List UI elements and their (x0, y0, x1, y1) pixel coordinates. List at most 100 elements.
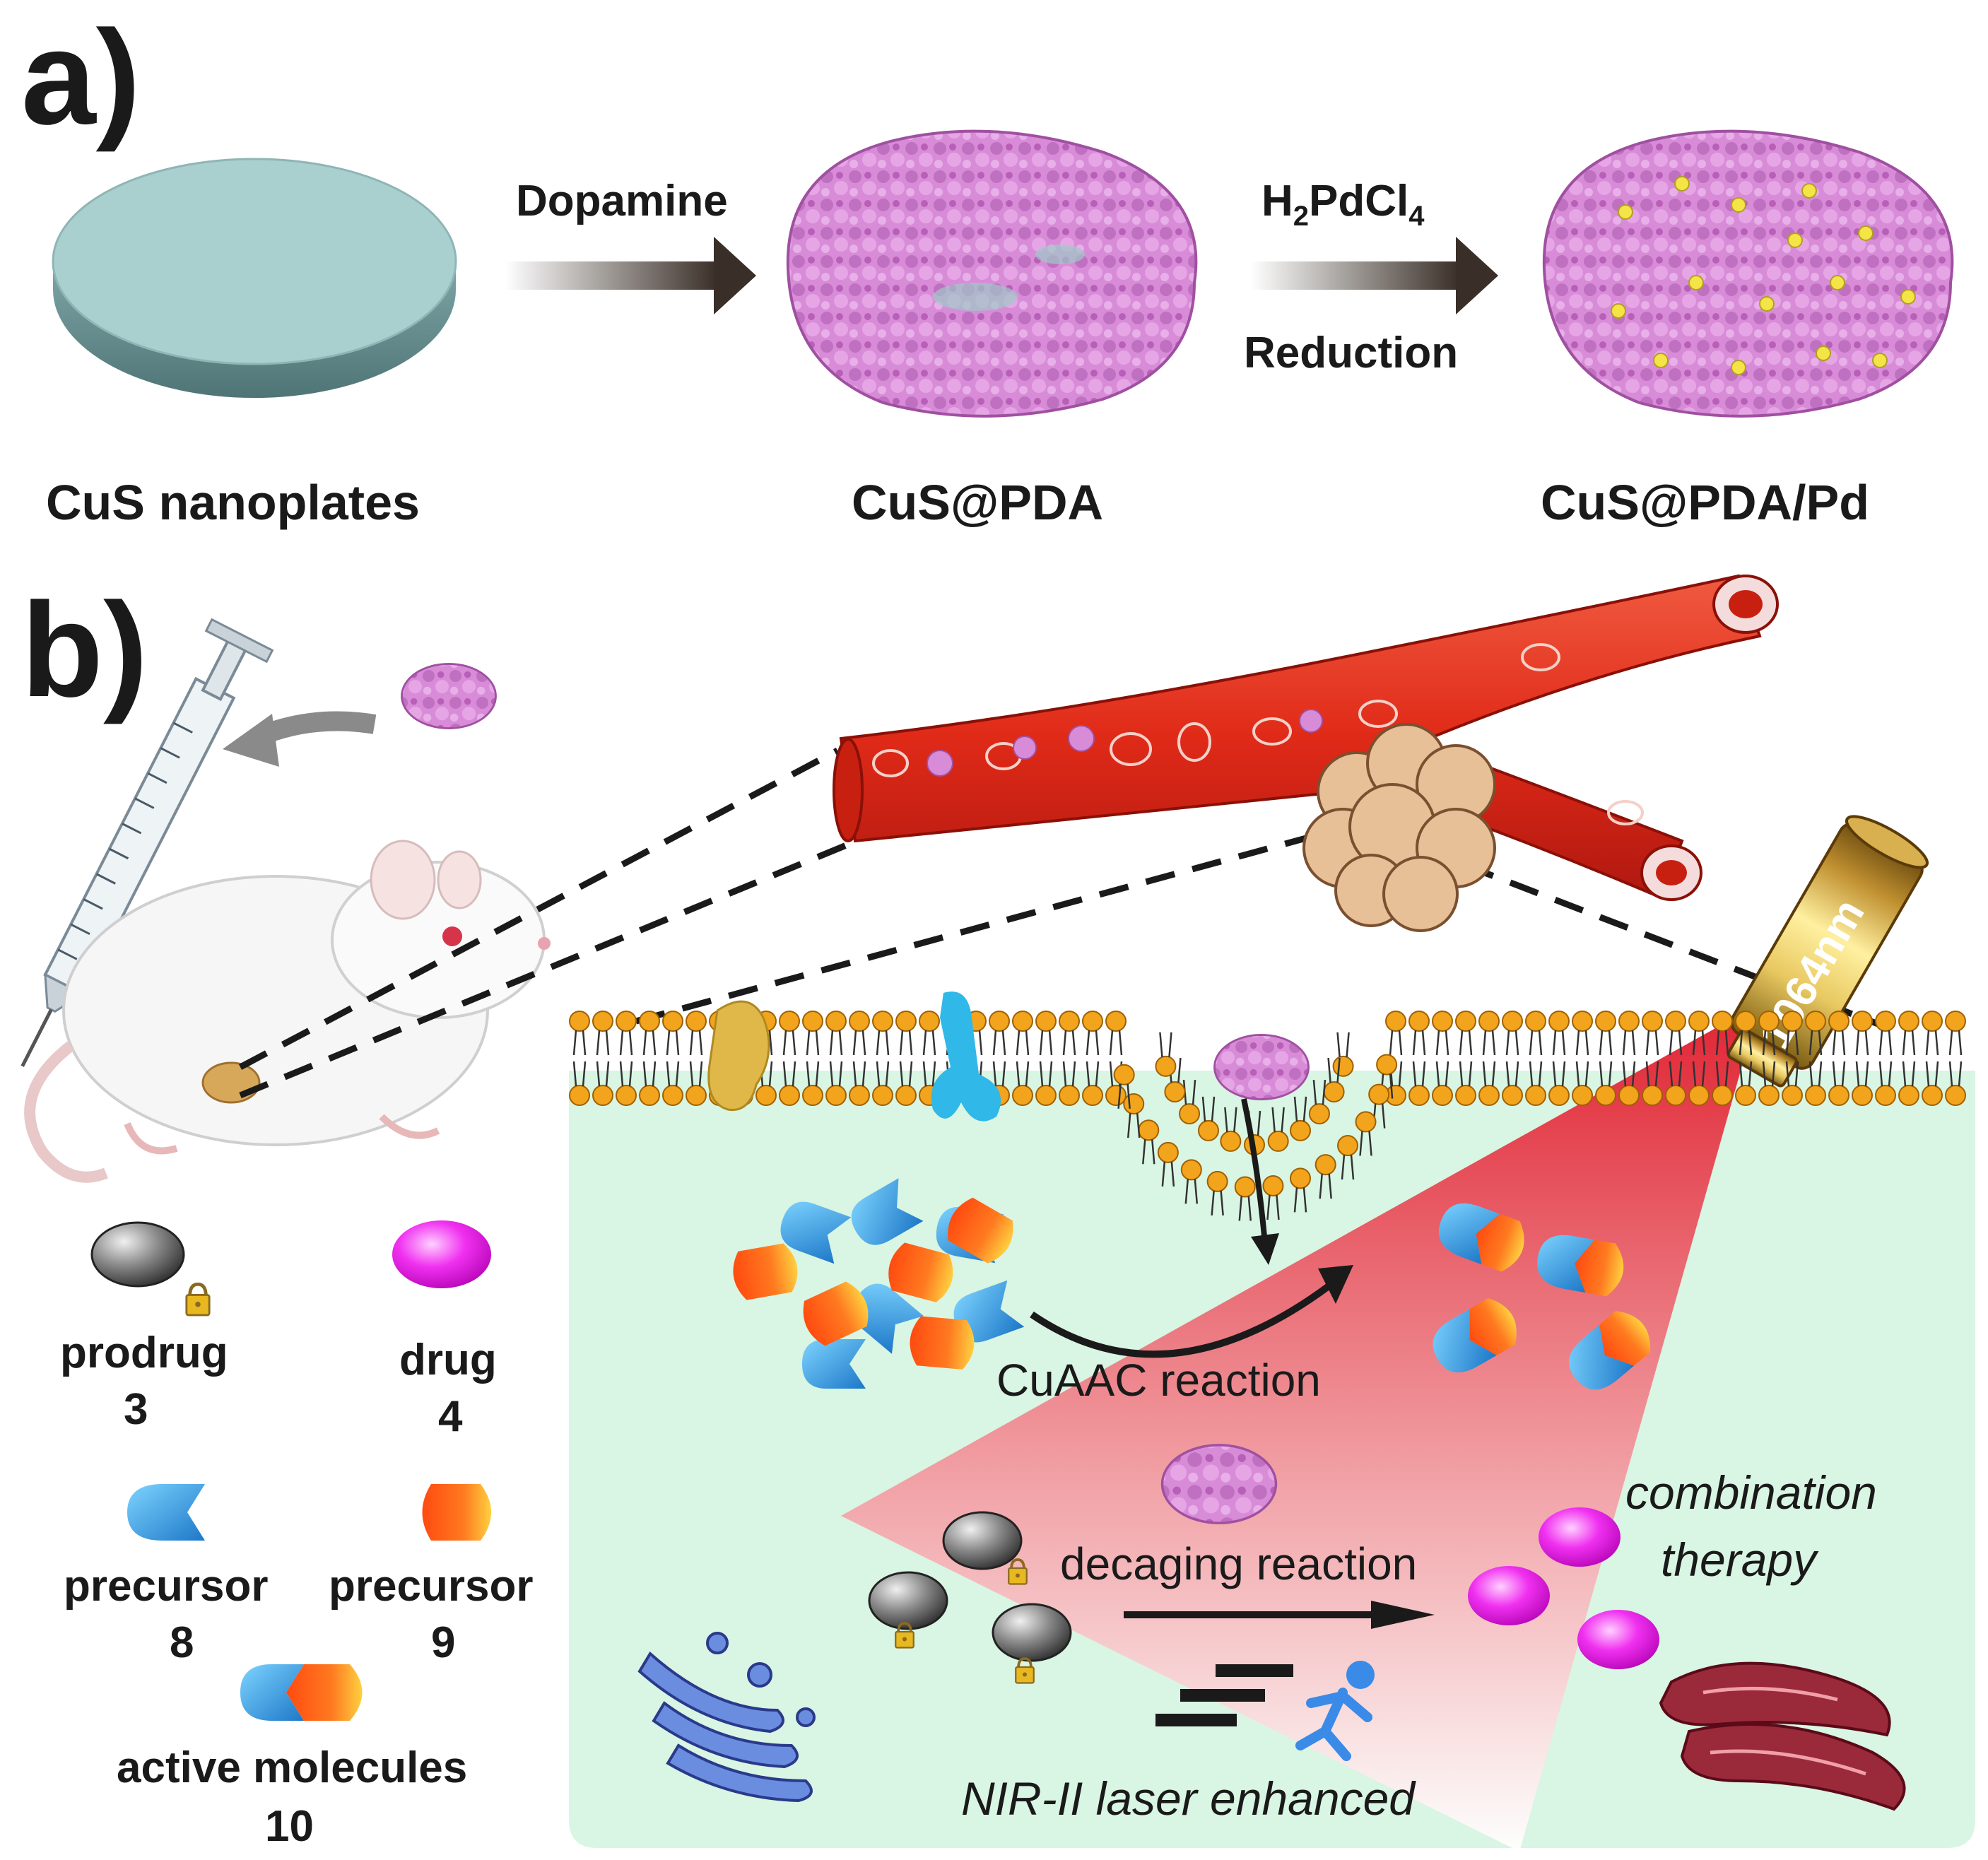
lipid-molecule (918, 1010, 941, 1056)
h2pdcl4-label: H2PdCl4 (1261, 177, 1425, 232)
nir-label: NIR-II laser enhanced (961, 1772, 1416, 1825)
legend-precursor8-number: 8 (170, 1618, 194, 1667)
blood-vessel (833, 574, 1779, 901)
lipid-molecule (685, 1010, 707, 1056)
legend-precursor8-name: precursor (64, 1562, 268, 1611)
active-molecules-cluster (1433, 1203, 1651, 1390)
lipid-molecule (1384, 1010, 1407, 1056)
laser-device-icon: 1064nm (1727, 815, 1929, 1088)
lipid-molecule (592, 1010, 614, 1056)
precursor9-molecule (733, 1243, 798, 1300)
membrane-protein-blue (931, 991, 1001, 1122)
precursor8-molecule (953, 1280, 1025, 1343)
legend-drug-name: drug (399, 1336, 497, 1384)
injected-nanoparticle (401, 662, 497, 730)
lipid-molecule (1011, 1010, 1034, 1056)
lipid-molecule (988, 1010, 1011, 1056)
lipid-molecule (778, 1010, 801, 1056)
arrow-dopamine (505, 237, 756, 314)
active-molecule (1569, 1311, 1651, 1390)
label-cus-pda-pd: CuS@PDA/Pd (1541, 475, 1869, 530)
endocytosed-nanoparticle (1213, 1033, 1310, 1101)
lipid-molecule (1058, 1010, 1081, 1056)
legend-active-molecules-icon (240, 1664, 363, 1721)
legend-precursor9-name: precursor (329, 1562, 533, 1611)
lipid-molecule (848, 1010, 871, 1056)
precursor9-molecule (803, 1281, 869, 1346)
panel-a-label: a) (21, 3, 141, 153)
prodrug-cluster (868, 1511, 1072, 1685)
arrow-reduction (1251, 237, 1498, 314)
lipid-molecule (1641, 1010, 1664, 1056)
precursor8-molecule (852, 1283, 924, 1354)
golgi-icon (637, 1632, 816, 1803)
legend-drug-number: 4 (438, 1392, 463, 1441)
lipid-molecule (1594, 1010, 1617, 1056)
lipid-molecule (1408, 1010, 1430, 1056)
lipid-molecule (638, 1010, 661, 1056)
precursor9-molecule (910, 1316, 975, 1370)
cuaac-arrow-head (1318, 1265, 1353, 1304)
lipid-molecule (1501, 1010, 1524, 1056)
panel-b-label: b) (21, 575, 148, 725)
lipid-molecule (1921, 1010, 1943, 1056)
running-person-icon (1295, 1661, 1375, 1761)
lipid-molecule (871, 1010, 894, 1056)
legend-precursor9-icon (422, 1484, 491, 1541)
label-cus-nanoplates: CuS nanoplates (46, 475, 420, 530)
precursor-cluster (733, 1178, 1025, 1389)
legend-prodrug-name: prodrug (60, 1329, 228, 1377)
lipid-molecule (1081, 1010, 1104, 1056)
precursor9-molecule (888, 1242, 953, 1302)
precursor8-molecule (851, 1178, 924, 1245)
laser-beam (841, 1003, 1760, 1852)
injection-arrow-head (223, 714, 279, 767)
lipid-molecule (1035, 1010, 1057, 1056)
syringe-icon (20, 618, 274, 1067)
lipid-molecule (1332, 1031, 1354, 1078)
lipid-molecule (661, 1010, 684, 1056)
mouse-illustration (24, 840, 551, 1183)
cuaac-label: CuAAC reaction (996, 1355, 1321, 1406)
precursor9-molecule (948, 1197, 1013, 1264)
lipid-molecule (1454, 1010, 1477, 1056)
legend-active-molecules-number: 10 (265, 1802, 314, 1851)
active-molecule (1537, 1235, 1624, 1297)
lipid-molecule (615, 1010, 637, 1056)
legend-prodrug-icon (90, 1221, 209, 1315)
lipid-molecule (1155, 1031, 1177, 1078)
decaging-label: decaging reaction (1060, 1538, 1417, 1589)
lipid-molecule (1478, 1010, 1500, 1056)
legend-precursor9-number: 9 (431, 1618, 455, 1667)
cus-pda-shape (786, 129, 1198, 418)
precursor8-molecule (780, 1201, 852, 1264)
lipid-molecule (825, 1010, 847, 1056)
lipid-molecule (1618, 1010, 1640, 1056)
active-molecule (1438, 1203, 1524, 1272)
combination-label-1: combination (1625, 1466, 1877, 1519)
lipid-molecule (1524, 1010, 1547, 1056)
legend-precursor8-icon (127, 1484, 205, 1541)
lipid-molecule (1898, 1010, 1920, 1056)
speed-lines (1155, 1664, 1293, 1726)
lipid-molecule (1571, 1010, 1594, 1056)
combination-label-2: therapy (1661, 1534, 1819, 1586)
cuaac-arrow (1030, 1283, 1331, 1358)
cus-nanoplate-shape (52, 158, 457, 399)
tumor-cluster (1302, 723, 1496, 932)
lipid-molecule (1548, 1010, 1570, 1056)
internalization-arrow-head (1251, 1233, 1279, 1265)
legend-drug-icon (392, 1220, 491, 1288)
catalyst-nanoparticle (1160, 1444, 1278, 1524)
legend-active-molecules-name: active molecules (117, 1743, 467, 1792)
mitochondrion-icon (1659, 1661, 1906, 1811)
lipid-molecule (1828, 1010, 1850, 1056)
legend: prodrug 3 drug 4 precursor 8 precursor 9… (60, 1220, 533, 1851)
lipid-molecule (1105, 1010, 1127, 1056)
lipid-molecule (1944, 1010, 1967, 1056)
lipid-molecule (1851, 1010, 1874, 1056)
label-cus-pda: CuS@PDA (852, 475, 1103, 530)
active-molecule (1433, 1298, 1517, 1372)
lipid-molecule (895, 1010, 917, 1056)
